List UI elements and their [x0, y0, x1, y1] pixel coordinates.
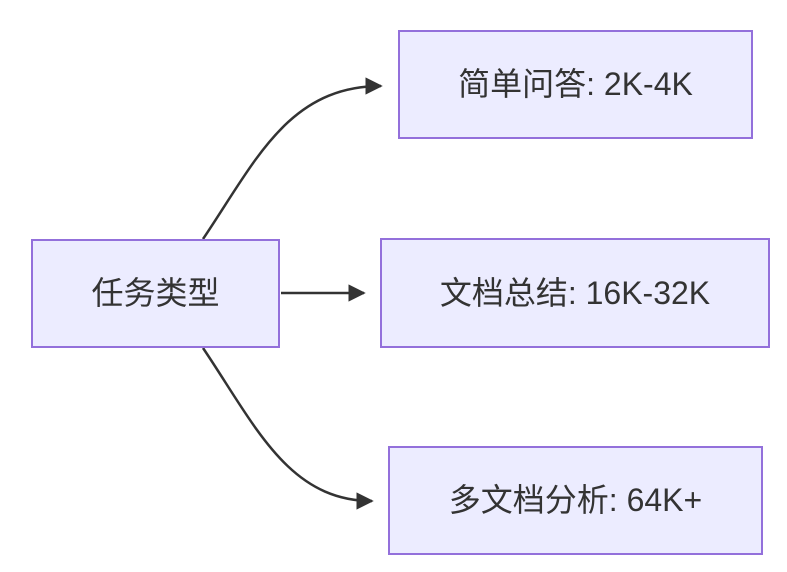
- node-task-type-label: 任务类型: [91, 275, 220, 312]
- node-multi-doc: 多文档分析: 64K+: [388, 446, 763, 555]
- node-doc-summary-label: 文档总结: 16K-32K: [439, 274, 711, 311]
- node-simple-qa-label: 简单问答: 2K-4K: [458, 66, 693, 103]
- node-doc-summary: 文档总结: 16K-32K: [380, 238, 770, 348]
- node-task-type: 任务类型: [31, 239, 280, 348]
- edge-root-to-multi-doc: [201, 347, 374, 510]
- node-multi-doc-label: 多文档分析: 64K+: [448, 482, 703, 519]
- node-simple-qa: 简单问答: 2K-4K: [398, 30, 753, 139]
- edge-root-to-simple-qa: [201, 77, 383, 240]
